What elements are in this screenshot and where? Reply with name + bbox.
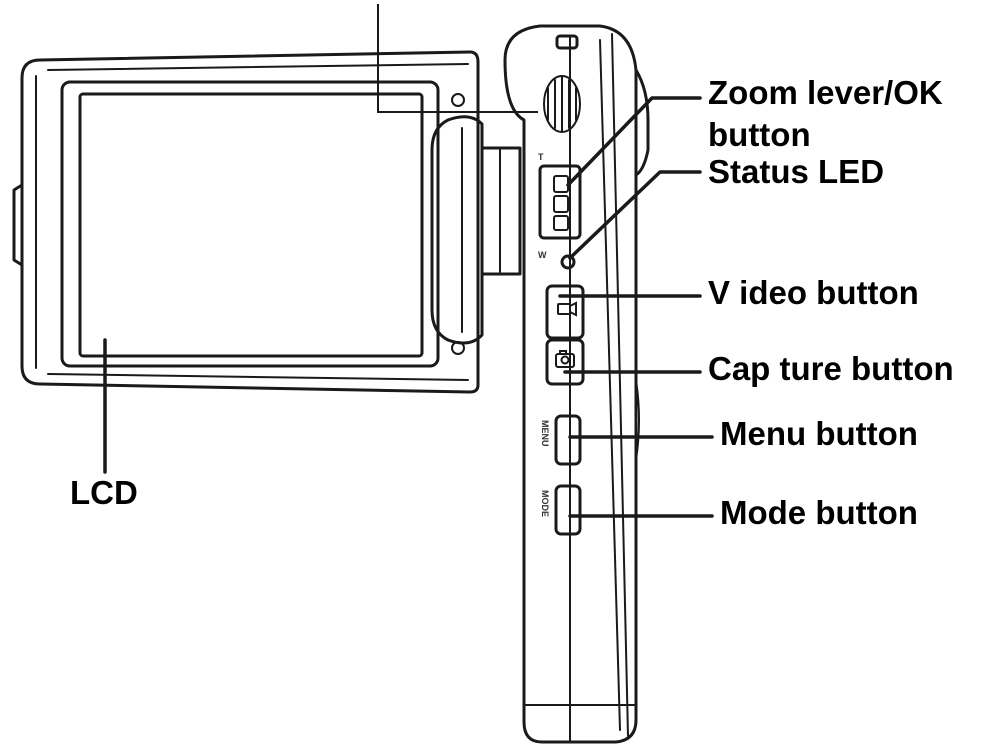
label-zoom-lever-line1: Zoom lever/OK [708, 74, 943, 111]
status-led [560, 254, 576, 270]
leader-lines [103, 4, 714, 518]
camera-icon [555, 350, 575, 368]
speaker-grill [543, 75, 581, 133]
callout-labels: Zoom lever/OK button Status LED V ideo b… [70, 74, 954, 531]
zoom-lever[interactable]: T W [538, 152, 582, 260]
video-camera-icon [557, 301, 577, 317]
label-zoom-lever-line2: button [708, 116, 811, 153]
label-lcd: LCD [70, 474, 138, 511]
hinge [430, 115, 522, 345]
mode-marking: MODE [540, 490, 550, 517]
lcd-screen [78, 92, 424, 358]
menu-button[interactable]: MENU [540, 414, 582, 466]
camcorder-body: T W MENU [503, 24, 650, 744]
capture-button[interactable] [545, 338, 585, 386]
video-button[interactable] [545, 284, 585, 340]
label-mode-button: Mode button [720, 494, 918, 531]
label-menu-button: Menu button [720, 415, 918, 452]
tele-marking: T [538, 152, 544, 162]
label-video-button: V ideo button [708, 274, 919, 311]
menu-marking: MENU [540, 420, 550, 447]
label-capture-button: Cap ture button [708, 350, 954, 387]
lcd-panel [12, 50, 480, 394]
wide-marking: W [538, 250, 547, 260]
label-status-led: Status LED [708, 153, 884, 190]
mode-button[interactable]: MODE [540, 484, 582, 536]
